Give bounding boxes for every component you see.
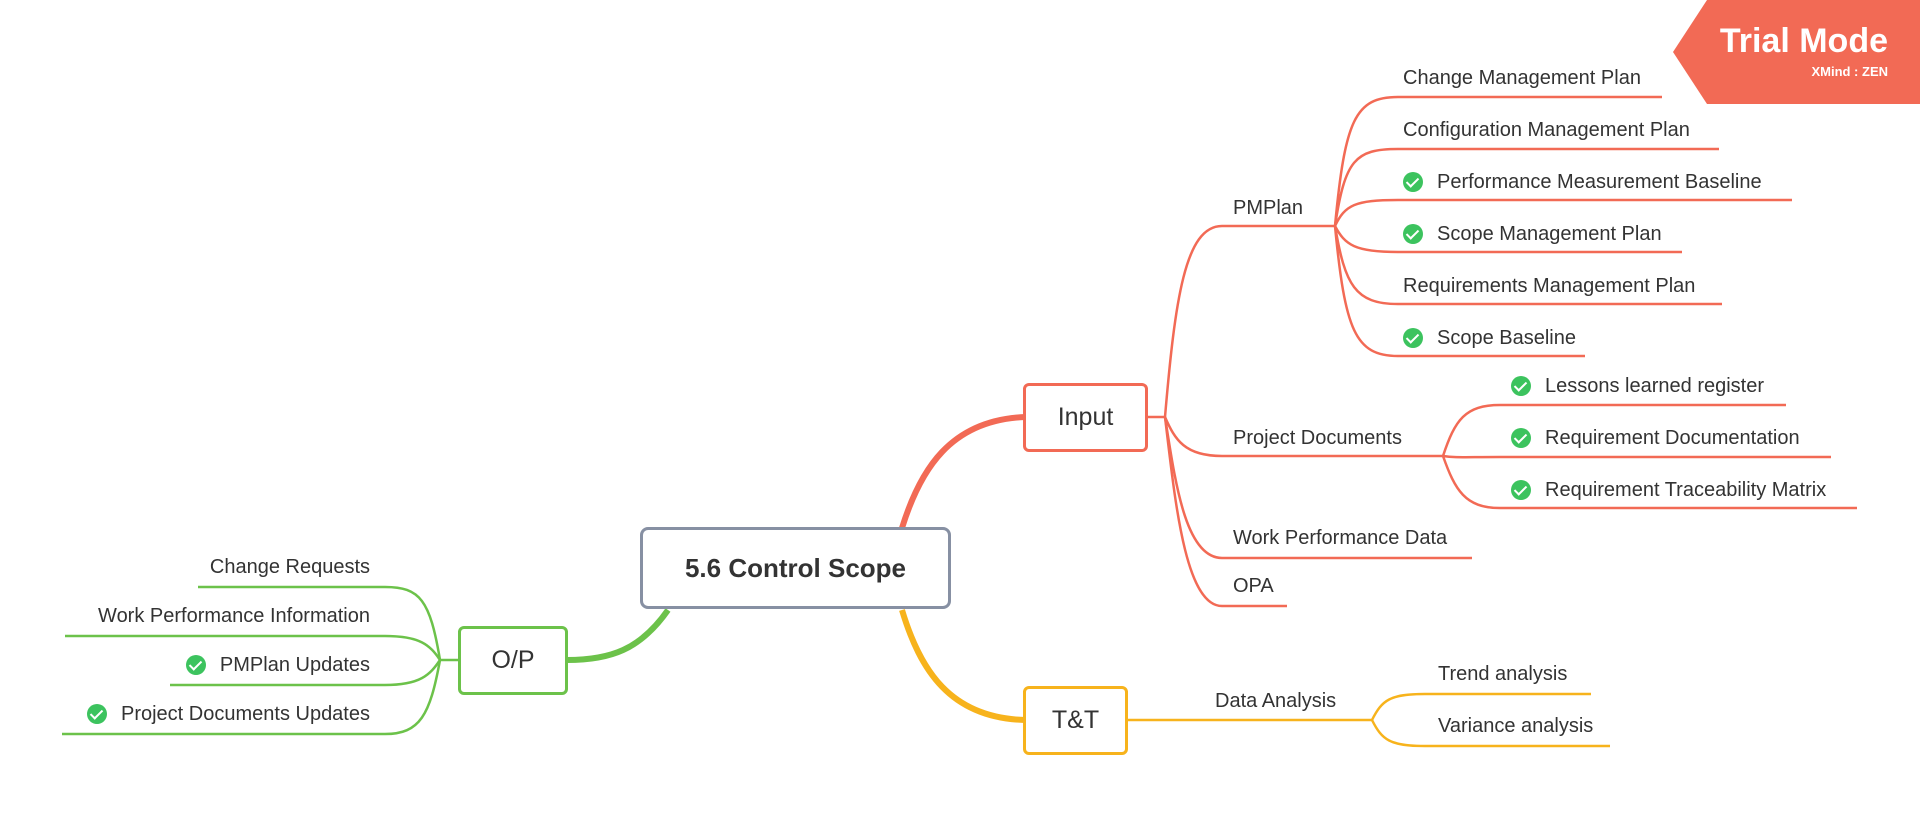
project-documents-item[interactable]: Lessons learned register	[1511, 374, 1764, 398]
checkmark-icon	[1511, 376, 1531, 396]
checkmark-icon	[1511, 428, 1531, 448]
op-item[interactable]: Change Requests	[210, 555, 370, 579]
op-item[interactable]: Project Documents Updates	[86, 702, 370, 726]
trial-mode-title: Trial Mode	[1719, 22, 1888, 60]
pmplan-item[interactable]: Scope Management Plan	[1403, 222, 1662, 246]
pmplan-item[interactable]: Requirements Management Plan	[1403, 274, 1695, 298]
branch-input[interactable]: Input	[1023, 383, 1148, 452]
connector-central-op	[566, 608, 671, 663]
input-connectors	[1147, 95, 1857, 608]
checkmark-icon	[1511, 480, 1531, 500]
pmplan-item-label: Scope Management Plan	[1437, 223, 1662, 245]
topic-pmplan-label: PMPlan	[1233, 197, 1304, 219]
op-item[interactable]: PMPlan Updates	[185, 653, 370, 677]
checkmark-icon	[1403, 172, 1423, 192]
pmplan-item[interactable]: Performance Measurement Baseline	[1403, 170, 1762, 194]
tt-connectors	[1128, 692, 1610, 748]
trial-mode-banner[interactable]: Trial Mode XMind : ZEN	[1673, 0, 1920, 104]
topic-pmplan[interactable]: PMPlan	[1233, 196, 1303, 220]
topic-opa-label: OPA	[1233, 575, 1274, 597]
data-analysis-item-label: Variance analysis	[1438, 715, 1594, 737]
central-topic[interactable]: 5.6 Control Scope	[640, 527, 951, 609]
branch-op[interactable]: O/P	[458, 626, 568, 695]
op-item-label: PMPlan Updates	[219, 654, 370, 676]
topic-work-performance-data-label: Work Performance Data	[1233, 527, 1448, 549]
project-documents-item-label: Requirement Traceability Matrix	[1545, 479, 1827, 501]
trial-mode-logo: XMind : ZEN	[1811, 64, 1888, 79]
op-item[interactable]: Work Performance Information	[98, 604, 370, 628]
branch-tt-label: T&T	[1051, 706, 1100, 734]
connector-central-tt	[899, 609, 1026, 723]
checkmark-icon	[1403, 328, 1423, 348]
branch-tt[interactable]: T&T	[1023, 686, 1128, 755]
branch-input-label: Input	[1057, 403, 1114, 431]
project-documents-item-label: Lessons learned register	[1545, 375, 1765, 397]
pmplan-item[interactable]: Change Management Plan	[1403, 66, 1641, 90]
checkmark-icon	[1403, 224, 1423, 244]
topic-project-documents[interactable]: Project Documents	[1233, 426, 1402, 450]
topic-project-documents-label: Project Documents	[1233, 427, 1402, 449]
op-item-label: Change Requests	[209, 556, 370, 578]
central-topic-label: 5.6 Control Scope	[684, 552, 907, 583]
pmplan-item-label: Performance Measurement Baseline	[1437, 171, 1762, 193]
topic-opa[interactable]: OPA	[1233, 574, 1274, 598]
topic-work-performance-data[interactable]: Work Performance Data	[1233, 526, 1447, 550]
checkmark-icon	[185, 655, 206, 675]
project-documents-item-label: Requirement Documentation	[1545, 427, 1800, 449]
project-documents-item[interactable]: Requirement Traceability Matrix	[1511, 478, 1826, 502]
op-item-label: Work Performance Information	[98, 605, 370, 627]
branch-op-label: O/P	[491, 646, 535, 674]
project-documents-item[interactable]: Requirement Documentation	[1511, 426, 1800, 450]
data-analysis-item[interactable]: Trend analysis	[1438, 662, 1567, 686]
op-item-label: Project Documents Updates	[120, 703, 370, 725]
op-connectors	[62, 585, 458, 736]
pmplan-item-label: Change Management Plan	[1403, 67, 1641, 89]
pmplan-item[interactable]: Configuration Management Plan	[1403, 118, 1690, 142]
data-analysis-item-label: Trend analysis	[1438, 663, 1568, 685]
pmplan-item-label: Scope Baseline	[1437, 327, 1576, 349]
topic-data-analysis[interactable]: Data Analysis	[1215, 689, 1336, 713]
pmplan-item[interactable]: Scope Baseline	[1403, 326, 1576, 350]
pmplan-item-label: Configuration Management Plan	[1403, 119, 1690, 141]
pmplan-item-label: Requirements Management Plan	[1403, 275, 1696, 297]
checkmark-icon	[86, 704, 107, 724]
data-analysis-item[interactable]: Variance analysis	[1438, 714, 1593, 738]
connector-central-input	[899, 414, 1026, 529]
topic-data-analysis-label: Data Analysis	[1215, 690, 1337, 712]
